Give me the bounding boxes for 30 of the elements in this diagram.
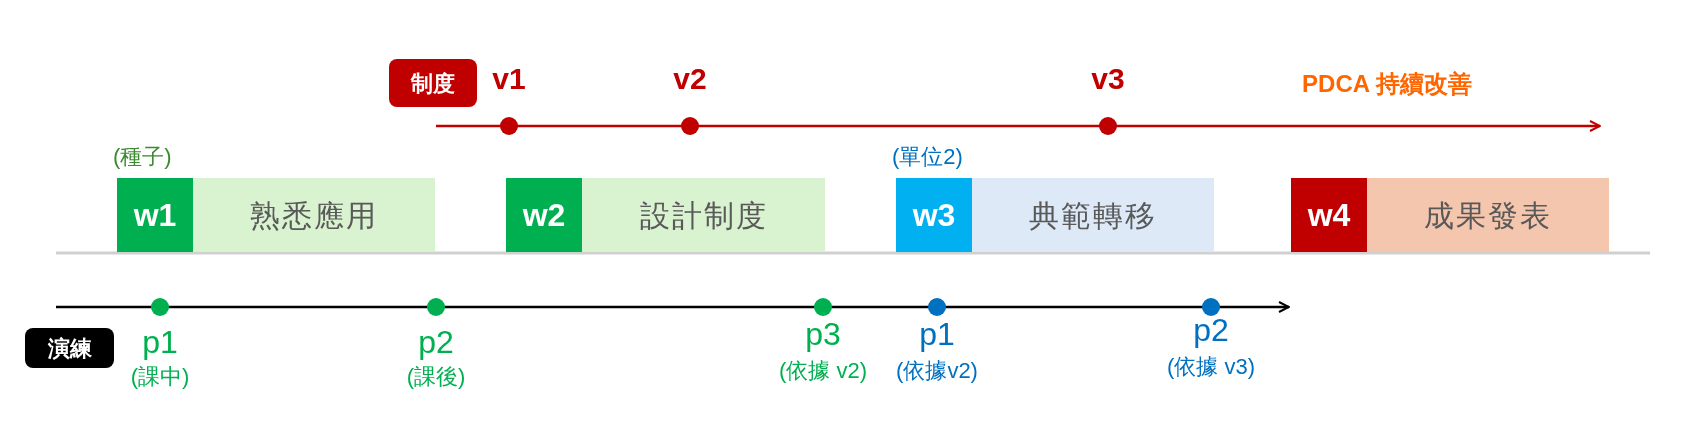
practice-note: (依據 v2) xyxy=(779,360,867,382)
phase-bar xyxy=(896,178,1214,252)
practice-note: (課中) xyxy=(130,366,190,388)
practice-label: p2 xyxy=(418,326,454,358)
timeline-title: PDCA 持續改善 xyxy=(1302,72,1472,96)
phase-bar xyxy=(506,178,825,252)
phase-number-tag: w2 xyxy=(506,178,582,252)
phase-number-tag: w4 xyxy=(1291,178,1367,252)
version-label: v3 xyxy=(1091,64,1125,94)
practice-label: p1 xyxy=(142,326,178,358)
version-label: v2 xyxy=(673,64,707,94)
tag-badge: 演練 xyxy=(25,328,114,368)
phase-note: (單位2) xyxy=(892,143,963,171)
phase-bar xyxy=(117,178,435,252)
practice-note: (依據v2) xyxy=(896,360,978,382)
practice-label: p3 xyxy=(805,318,841,350)
phase-title: 典範轉移 xyxy=(1029,197,1157,234)
tag-badge: 制度 xyxy=(389,59,477,107)
practice-note: (依據 v3) xyxy=(1167,356,1255,378)
version-label: v1 xyxy=(492,64,526,94)
phase-title: 成果發表 xyxy=(1424,197,1552,234)
practice-label: p2 xyxy=(1193,314,1229,346)
phase-note: (種子) xyxy=(113,143,172,171)
practice-note: (課後) xyxy=(406,366,466,388)
phase-number-tag: w1 xyxy=(117,178,193,252)
phase-bar xyxy=(1291,178,1609,252)
phase-number-tag: w3 xyxy=(896,178,972,252)
phase-title: 熟悉應用 xyxy=(250,197,378,234)
practice-label: p1 xyxy=(919,318,955,350)
phase-title: 設計制度 xyxy=(639,197,768,234)
